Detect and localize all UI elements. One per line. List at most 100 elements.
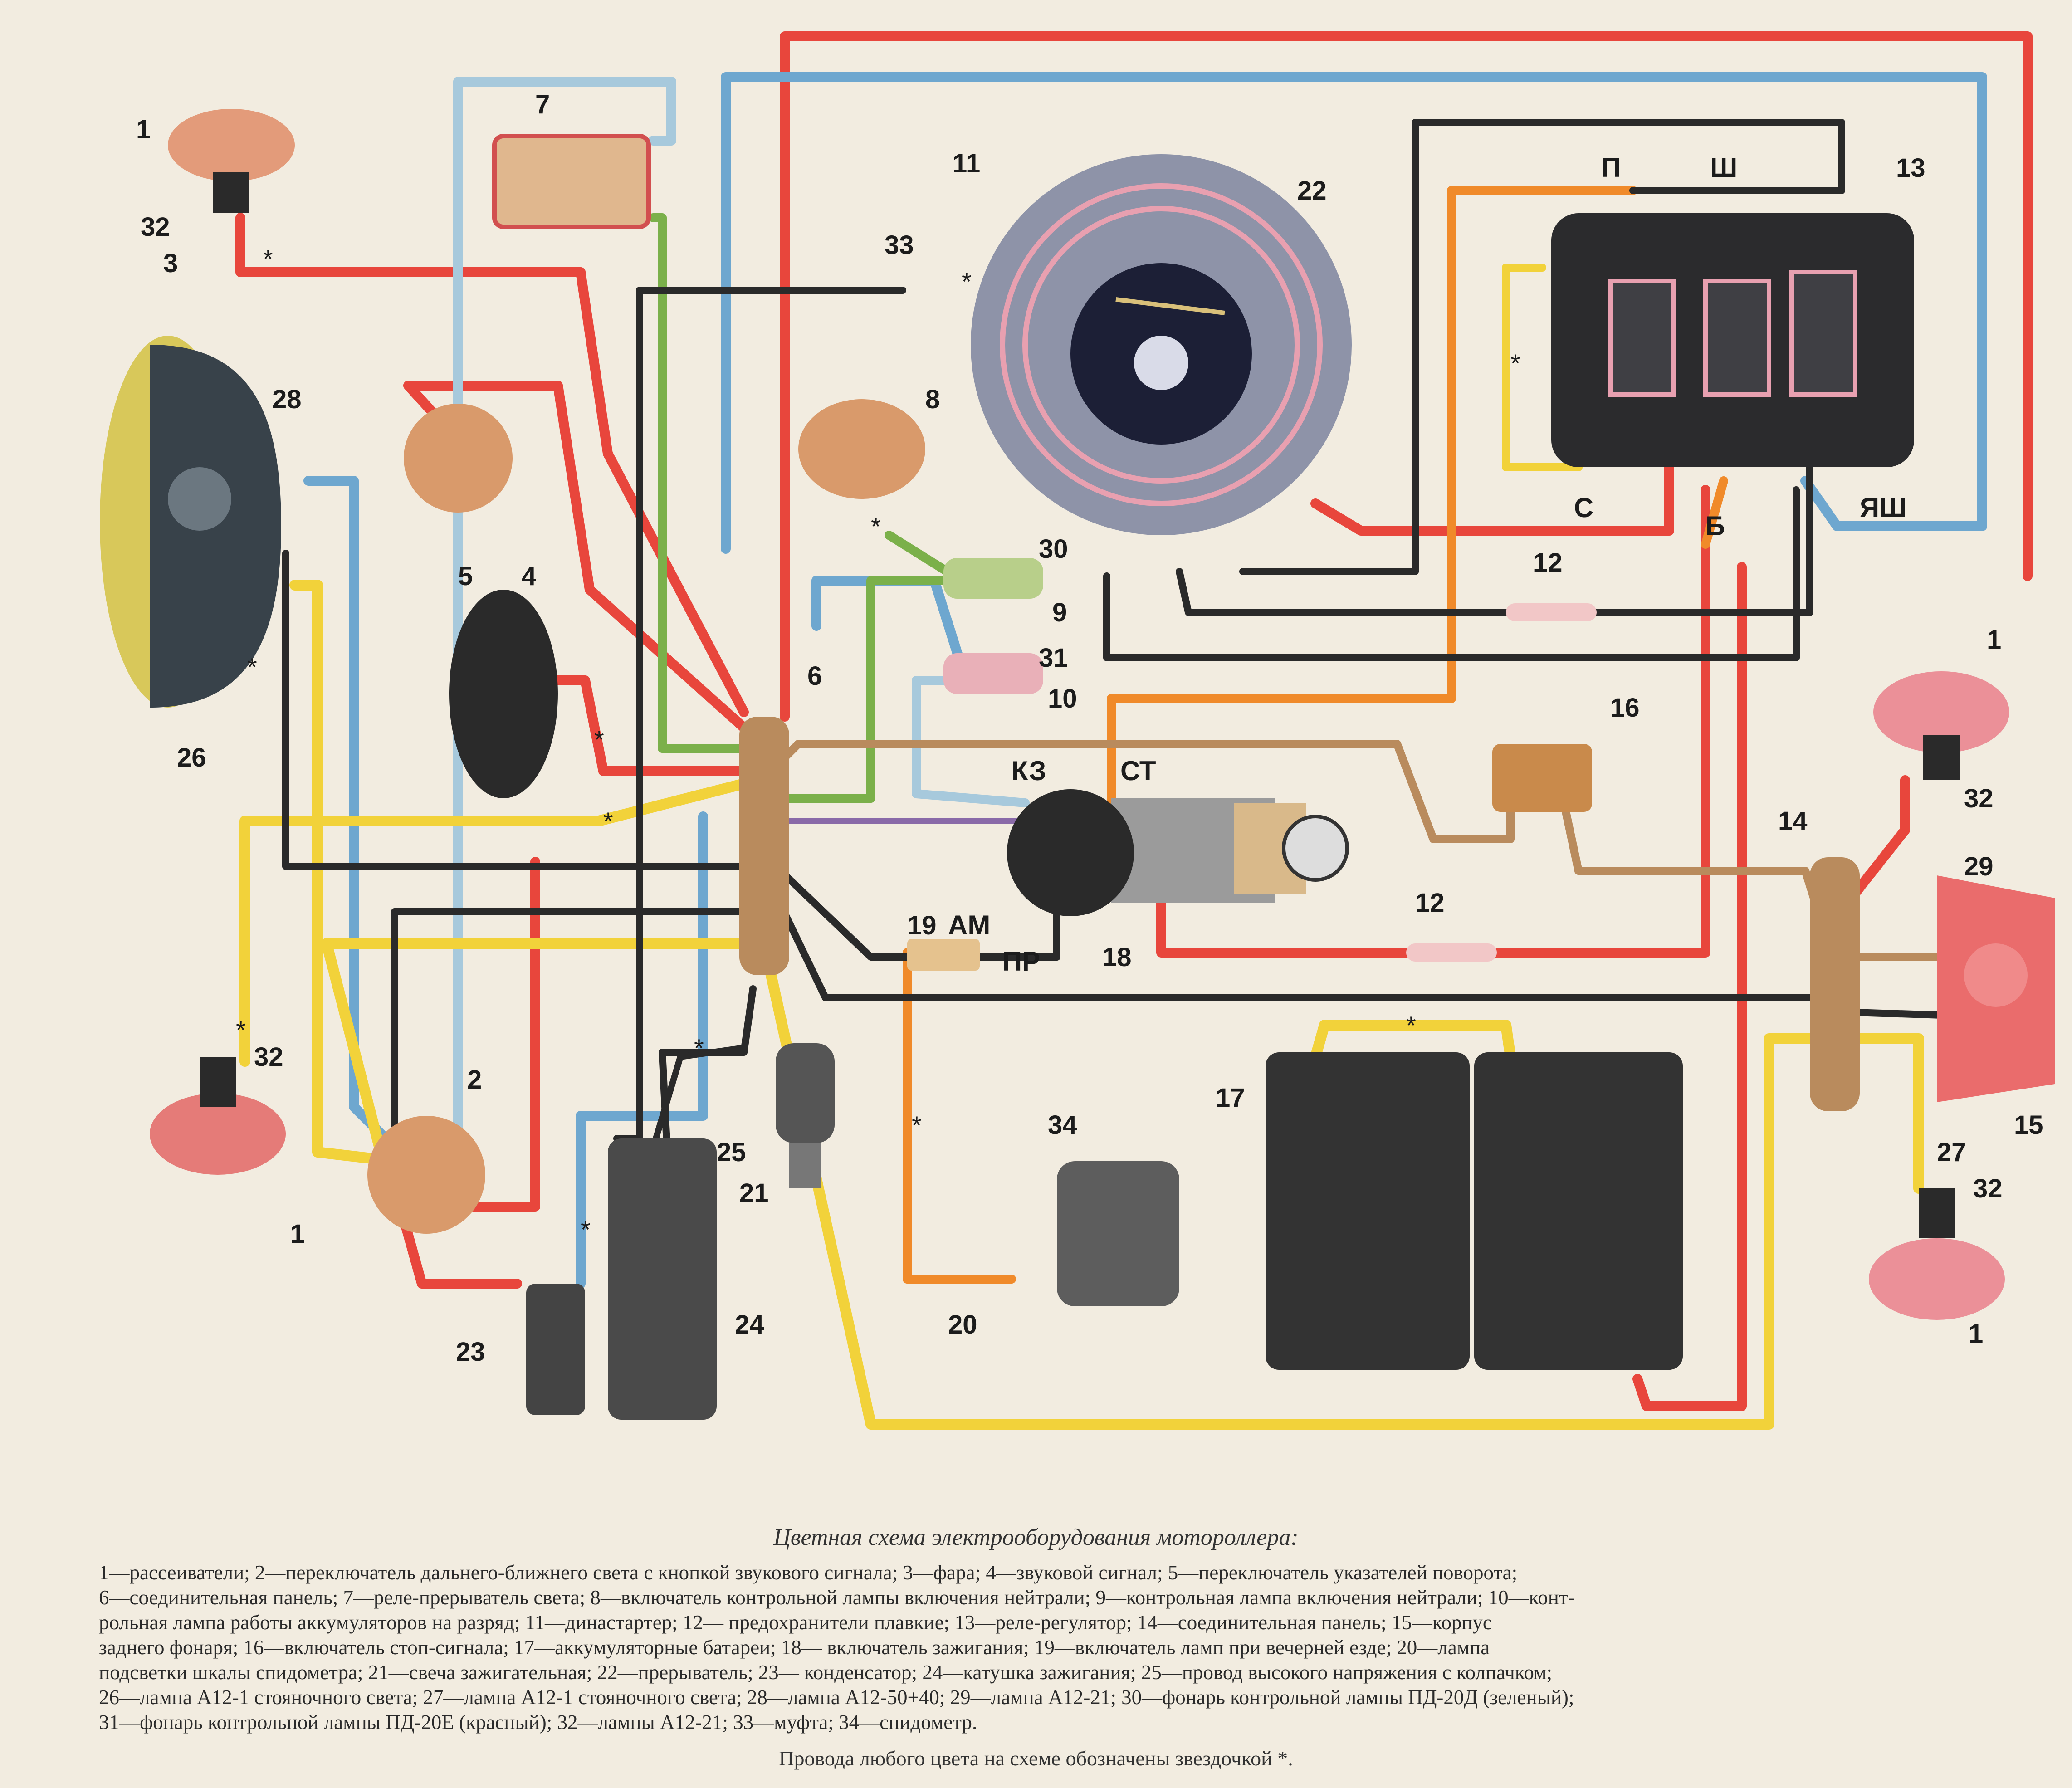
- regulator-coil-1: [1608, 279, 1676, 397]
- star-11: *: [912, 1111, 922, 1139]
- terminal-YaSh: ЯШ: [1860, 493, 1906, 523]
- lamp-base-1d: [1919, 1188, 1955, 1238]
- flasher-relay: [492, 134, 651, 229]
- lamp-lens-1c: [150, 1093, 286, 1175]
- legend-line: рольная лампа работы аккумуляторов на ра…: [99, 1611, 1492, 1634]
- legend-line: 31—фонарь контрольной лампы ПД-20Е (крас…: [99, 1711, 977, 1734]
- lamp-rear-right-lower: [1869, 1188, 2005, 1320]
- wire-red-switch5: [403, 381, 767, 749]
- label-6: 6: [807, 661, 822, 691]
- label-9: 9: [1052, 598, 1067, 627]
- turn-switch-body: [404, 404, 513, 513]
- breaker-arm: [1115, 297, 1225, 315]
- terminal-Sh: Ш: [1710, 152, 1737, 183]
- star-6: *: [594, 725, 604, 754]
- lamp-base-1a: [213, 172, 249, 213]
- label-28: 28: [272, 385, 302, 414]
- spark-plug: [789, 1143, 821, 1188]
- label-13: 13: [1896, 153, 1925, 183]
- terminal-PR: ПР: [1002, 946, 1040, 977]
- label-1d: 1: [1969, 1319, 1983, 1348]
- label-32c: 32: [254, 1042, 283, 1072]
- stop-switch: [1492, 744, 1592, 812]
- legend-line: 6—соединительная панель; 7—реле-прерыват…: [99, 1586, 1575, 1609]
- star-7: *: [603, 807, 613, 835]
- horn: [449, 590, 558, 798]
- turn-signal-switch: [404, 404, 513, 513]
- label-8: 8: [925, 385, 940, 414]
- terminal-B: Б: [1705, 511, 1725, 541]
- terminal-labels: П Ш С Б ЯШ КЗ СТ АМ ПР: [948, 152, 1906, 977]
- wire-red-horn: [535, 675, 767, 776]
- star-4: *: [1510, 349, 1520, 377]
- star-8: *: [236, 1016, 246, 1044]
- wire-yellow-bottom: [757, 929, 1924, 1430]
- dynastarter-center: [1134, 336, 1188, 390]
- wire-lightblue-kz: [912, 676, 1030, 807]
- label-27: 27: [1937, 1138, 1966, 1167]
- wire-black-sw2: [391, 908, 752, 1128]
- label-1a: 1: [136, 115, 151, 144]
- terminal-AM: АМ: [948, 910, 990, 940]
- battery-right: [1474, 1052, 1683, 1370]
- component-labels: 1 32 3 28 26 7 5 4 11 22 33 8 30 9 31 10…: [136, 90, 2043, 1367]
- label-32b: 32: [1964, 784, 1994, 813]
- lamp-front-left-lower: [150, 1057, 286, 1175]
- speedometer: [1057, 1161, 1179, 1306]
- label-11: 11: [953, 149, 980, 178]
- battery-left: [1266, 1052, 1470, 1370]
- ignition-coil: [608, 1138, 717, 1420]
- wire-red-top: [780, 31, 2033, 722]
- dynastarter-ring-pink-1: [1000, 183, 1323, 506]
- star-2: *: [962, 267, 972, 296]
- label-33: 33: [885, 230, 914, 260]
- wire-yellow-front: [239, 775, 763, 1067]
- label-12b: 12: [1415, 888, 1445, 918]
- label-5: 5: [458, 562, 473, 591]
- dynastarter-ring-pink-2: [1022, 206, 1300, 484]
- label-15: 15: [2014, 1110, 2043, 1140]
- label-10: 10: [1048, 684, 1077, 713]
- star-10: *: [581, 1215, 591, 1244]
- ignition-head: [1007, 789, 1134, 916]
- legend: 1—рассеиватели; 2—переключатель дальнего…: [99, 1560, 1918, 1735]
- star-1: *: [263, 244, 273, 273]
- wire-blue-top: [721, 72, 1987, 554]
- connection-panel-14: [1810, 857, 1860, 1111]
- wire-red-front: [235, 213, 749, 717]
- indicator-lamp-red: [943, 653, 1043, 694]
- headlight-bulb: [168, 467, 231, 531]
- fuse-upper: [1506, 603, 1597, 621]
- lamp-base-1c: [200, 1057, 236, 1107]
- wire-black-gen: [1176, 464, 1813, 616]
- label-4: 4: [522, 562, 536, 591]
- tail-lamp: [1937, 875, 2055, 1102]
- lamp-lens-1d: [1869, 1238, 2005, 1320]
- dipper-switch: [367, 1116, 485, 1234]
- flasher-relay-body: [492, 134, 651, 229]
- any-color-markers: * * * * * * * * * * * *: [236, 244, 1520, 1244]
- label-3: 3: [163, 249, 178, 278]
- star-5: *: [247, 653, 257, 681]
- tail-lamp-bulb: [1964, 943, 2028, 1007]
- regulator-coil-3: [1789, 270, 1857, 397]
- connection-panel-6: [739, 717, 789, 975]
- night-ride-switch: [907, 939, 980, 971]
- wire-black-gen2: [1103, 486, 1800, 661]
- terminal-ST: СТ: [1120, 756, 1156, 786]
- wire-yellow-reg: [1502, 264, 1583, 471]
- wire-orange-b: [1701, 476, 1728, 549]
- wire-orange-reg: [1107, 186, 1637, 812]
- ignition-key-icon: [1282, 815, 1349, 882]
- lamp-lens-1b: [1873, 671, 2009, 753]
- wire-green-2: [767, 531, 966, 803]
- label-17: 17: [1216, 1083, 1245, 1113]
- label-2: 2: [467, 1065, 482, 1094]
- relay-regulator: [1551, 213, 1914, 467]
- dynastarter: [971, 154, 1352, 535]
- label-1c: 1: [290, 1219, 305, 1249]
- label-20: 20: [948, 1310, 977, 1339]
- label-29: 29: [1964, 852, 1994, 881]
